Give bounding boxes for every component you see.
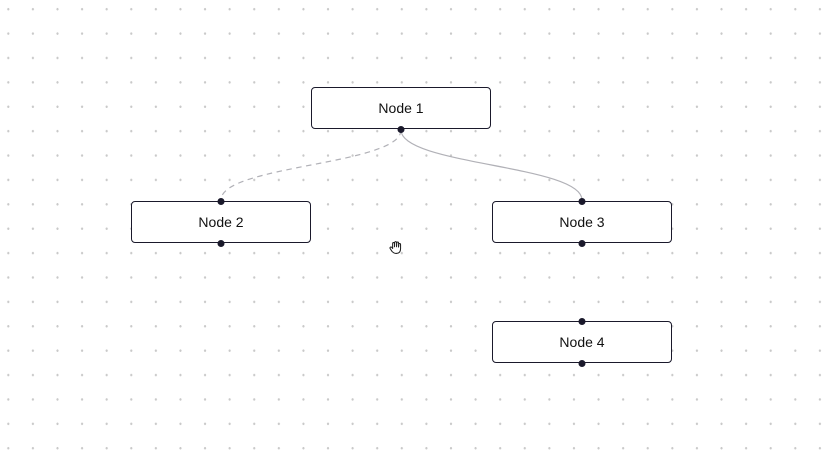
edge-node1-node3[interactable] <box>400 129 583 201</box>
grab-hand-cursor-icon <box>389 241 402 254</box>
node-2[interactable]: Node 2 <box>131 197 311 247</box>
node-2-target-handle[interactable] <box>217 197 225 205</box>
edge-node1-node2[interactable] <box>220 129 402 201</box>
node-1-source-handle[interactable] <box>397 125 405 133</box>
node-4-label: Node 4 <box>559 334 605 350</box>
node-2-source-handle[interactable] <box>217 239 225 247</box>
node-4-source-handle[interactable] <box>578 359 586 367</box>
node-4[interactable]: Node 4 <box>492 317 672 367</box>
node-3-target-handle[interactable] <box>578 197 586 205</box>
node-1[interactable]: Node 1 <box>311 87 491 133</box>
node-1-label: Node 1 <box>378 100 424 116</box>
node-4-target-handle[interactable] <box>578 317 586 325</box>
node-3-label: Node 3 <box>559 214 605 230</box>
node-2-label: Node 2 <box>198 214 244 230</box>
node-3-source-handle[interactable] <box>578 239 586 247</box>
node-3[interactable]: Node 3 <box>492 197 672 247</box>
